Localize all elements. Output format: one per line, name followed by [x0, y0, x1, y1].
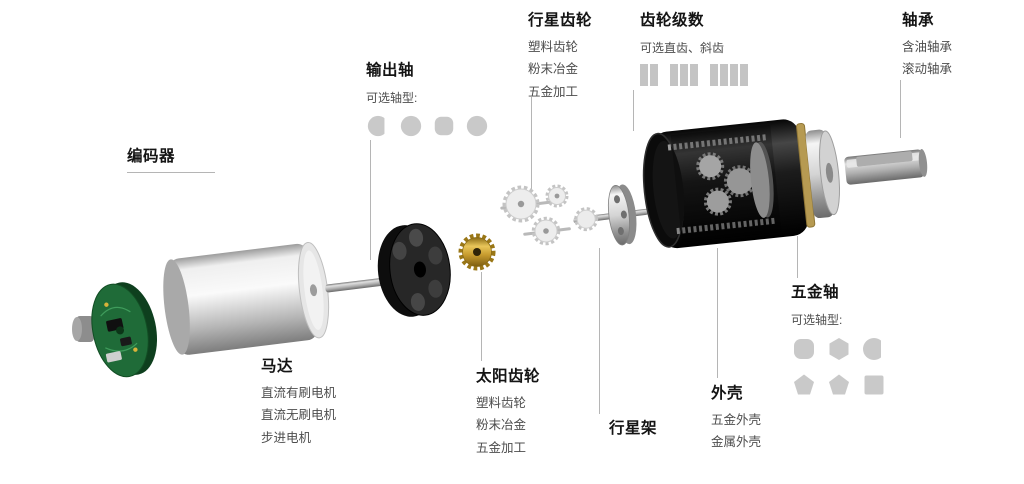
motor-item: 直流无刷电机 — [261, 408, 337, 423]
housing-item: 五金外壳 — [711, 413, 762, 427]
planetary-gear-item: 塑料齿轮 — [528, 40, 579, 54]
planetary-gear-item: 五金加工 — [528, 84, 579, 99]
output-shaft-illustration — [844, 149, 928, 185]
gear-stages-subtitle: 可选直齿、斜齿 — [640, 41, 725, 55]
pentagon-icon — [794, 374, 814, 395]
label-encoder: 编码器 — [127, 144, 175, 175]
output-shaft-shape-options — [366, 114, 489, 138]
rounded-square-icon — [434, 116, 454, 136]
motor-body-illustration — [163, 242, 384, 355]
sun-gear-item: 粉末冶金 — [476, 418, 527, 433]
output-shaft-title: 输出轴 — [366, 62, 415, 79]
label-hardware-shaft: 五金轴 可选轴型: — [791, 280, 887, 398]
d-shape-icon — [863, 336, 887, 362]
bearing-item: 含油轴承 — [902, 40, 953, 54]
motor-shaft-illustration — [325, 278, 384, 293]
bearing-cap-illustration — [805, 129, 840, 219]
sun-gear-item: 五金加工 — [476, 440, 527, 455]
hardware-shaft-title: 五金轴 — [791, 284, 840, 301]
sun-gear-title: 太阳齿轮 — [476, 368, 541, 385]
stage-4-bars-icon — [710, 64, 748, 86]
stage-2-bars-icon — [640, 64, 658, 86]
sun-gear-item: 塑料齿轮 — [476, 396, 527, 410]
bearing-item: 滚动轴承 — [902, 62, 953, 77]
label-output-shaft: 输出轴 可选轴型: — [366, 58, 489, 138]
planetary-gear-item: 粉末冶金 — [528, 62, 579, 77]
label-sun-gear: 太阳齿轮 塑料齿轮 粉末冶金 五金加工 — [476, 364, 540, 462]
motor-item: 直流有刷电机 — [261, 386, 337, 400]
motor-title: 马达 — [261, 358, 294, 375]
encoder-title: 编码器 — [127, 148, 176, 165]
d-shape-icon — [367, 114, 390, 138]
pentagon-icon — [829, 374, 849, 395]
hardware-shaft-shape-options — [791, 336, 887, 398]
label-motor: 马达 直流有刷电机 直流无刷电机 步进电机 — [261, 354, 336, 452]
motor-item: 步进电机 — [261, 430, 312, 445]
rounded-square-icon — [794, 339, 814, 359]
hexagon-icon — [829, 338, 849, 360]
hardware-shaft-subtitle: 可选轴型: — [791, 313, 843, 327]
planetary-gears-illustration — [500, 184, 571, 246]
square-icon — [864, 375, 884, 395]
circle-icon — [466, 115, 488, 137]
label-bearing: 轴承 含油轴承 滚动轴承 — [902, 8, 952, 84]
sun-gear-illustration — [458, 233, 496, 271]
planet-carrier-illustration — [573, 184, 649, 246]
bearing-title: 轴承 — [902, 12, 935, 29]
label-housing: 外壳 五金外壳 金属外壳 — [711, 381, 761, 457]
output-shaft-subtitle: 可选轴型: — [366, 91, 418, 105]
gearbox-housing-illustration — [642, 119, 928, 249]
planet-carrier-title: 行星架 — [609, 420, 658, 437]
circle-icon — [400, 115, 422, 137]
gear-stages-title: 齿轮级数 — [640, 12, 705, 29]
motor-end-cap-illustration — [377, 223, 451, 317]
label-planetary-gear: 行星齿轮 塑料齿轮 粉末冶金 五金加工 — [528, 8, 592, 106]
encoder-pcb-illustration — [72, 282, 158, 378]
stage-3-bars-icon — [670, 64, 698, 86]
leader-lines — [127, 80, 901, 414]
planetary-gear-title: 行星齿轮 — [528, 12, 593, 29]
label-gear-stages: 齿轮级数 可选直齿、斜齿 — [640, 8, 748, 86]
housing-title: 外壳 — [711, 385, 744, 402]
housing-item: 金属外壳 — [711, 435, 762, 450]
gear-stage-icons — [640, 64, 748, 86]
label-planet-carrier: 行星架 — [609, 416, 657, 447]
